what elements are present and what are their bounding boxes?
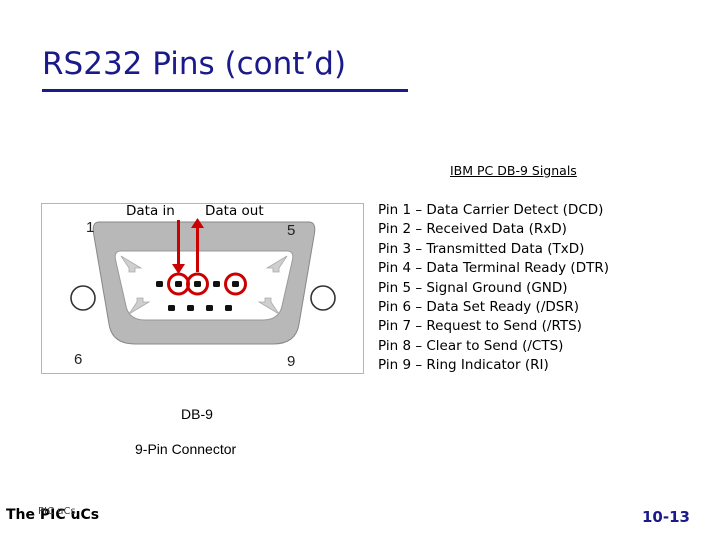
pin-3 (194, 281, 201, 287)
pin-row-bottom (168, 305, 232, 311)
pin-item: Pin 6 – Data Set Ready (/DSR) (378, 299, 579, 316)
face-arrow-bl (128, 297, 151, 315)
slide-title: RS232 Pins (cont’d) (42, 46, 347, 82)
pin-item: Pin 2 – Received Data (RxD) (378, 221, 567, 238)
page-number: 10-13 (642, 508, 690, 526)
signals-heading: IBM PC DB-9 Signals (450, 163, 577, 178)
mount-hole-right (310, 285, 336, 311)
pin-item: Pin 3 – Transmitted Data (TxD) (378, 240, 585, 257)
face-arrow-br (257, 297, 280, 315)
db9-connector-diagram (70, 218, 336, 345)
connector-face (114, 250, 294, 321)
data-out-label: Data out (205, 203, 264, 219)
pin-item: Pin 4 – Data Terminal Ready (DTR) (378, 260, 609, 277)
connector-caption: 9-Pin Connector (135, 441, 237, 457)
pin-number-1-label: 1 (86, 219, 95, 236)
pin-1 (156, 281, 163, 287)
data-in-arrowhead (172, 264, 185, 274)
pin-item: Pin 7 – Request to Send (/RTS) (378, 318, 582, 335)
db9-caption: DB-9 (181, 406, 213, 422)
pin-5 (232, 281, 239, 287)
pin-number-9-label: 9 (287, 353, 296, 370)
highlight-pin-3 (186, 272, 209, 296)
footer-overlay-text: PIC uCs (38, 506, 76, 517)
pin-6 (168, 305, 175, 311)
data-out-arrowhead (191, 218, 204, 228)
pin-item: Pin 9 – Ring Indicator (RI) (378, 357, 549, 374)
pin-list: Pin 1 – Data Carrier Detect (DCD) Pin 2 … (378, 201, 609, 376)
pin-9 (225, 305, 232, 311)
pin-2 (175, 281, 182, 287)
pin-number-6-label: 6 (74, 351, 83, 368)
highlight-pin-5 (224, 272, 247, 296)
face-arrow-right (265, 255, 288, 273)
pin-item: Pin 1 – Data Carrier Detect (DCD) (378, 202, 604, 218)
footer-course-title: The PIC uCs PIC uCs (6, 506, 100, 523)
pin-8 (206, 305, 213, 311)
data-in-label: Data in (126, 203, 175, 219)
face-arrow-left (120, 255, 143, 273)
pin-7 (187, 305, 194, 311)
pin-number-5-label: 5 (287, 222, 296, 239)
pin-item: Pin 8 – Clear to Send (/CTS) (378, 337, 564, 354)
title-underline (42, 89, 408, 92)
pin-item: Pin 5 – Signal Ground (GND) (378, 279, 568, 296)
mount-hole-left (70, 285, 96, 311)
pin-4 (213, 281, 220, 287)
pin-row-top (156, 281, 239, 287)
footer-text: The PIC uCs (6, 507, 100, 523)
